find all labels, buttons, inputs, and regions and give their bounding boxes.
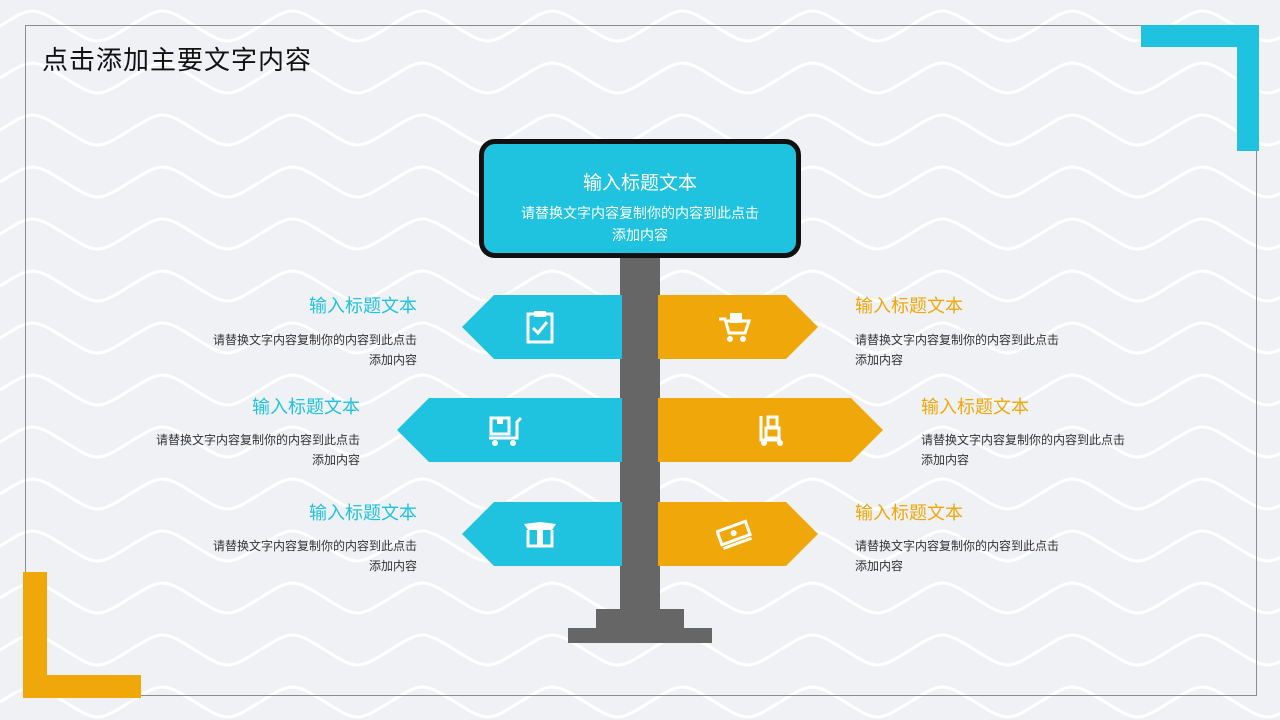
item-desc-right-3[interactable]: 请替换文字内容复制你的内容到此点击添加内容: [855, 539, 1060, 573]
forklift-box-icon: [489, 416, 523, 446]
signpost-pole: [620, 250, 660, 612]
page-title[interactable]: 点击添加主要文字内容: [42, 46, 313, 76]
item-desc-left-1[interactable]: 请替换文字内容复制你的内容到此点击添加内容: [212, 333, 417, 367]
shopping-cart-icon: [716, 309, 752, 345]
item-desc-left-2[interactable]: 请替换文字内容复制你的内容到此点击添加内容: [155, 433, 360, 467]
signpost-base-top: [596, 609, 684, 629]
corner-accent-right: [1237, 25, 1259, 151]
clipboard-check-icon: [526, 311, 554, 344]
item-title-left-2[interactable]: 输入标题文本: [252, 397, 360, 418]
signpost-base-bottom: [568, 628, 712, 643]
item-desc-left-3[interactable]: 请替换文字内容复制你的内容到此点击添加内容: [212, 539, 417, 573]
corner-accent-bottom: [23, 675, 141, 698]
item-title-right-1[interactable]: 输入标题文本: [855, 296, 963, 317]
item-title-left-3[interactable]: 输入标题文本: [309, 503, 417, 524]
sign-board-desc: 请替换文字内容复制你的内容到此点击添加内容: [521, 206, 759, 244]
item-desc-right-1[interactable]: 请替换文字内容复制你的内容到此点击添加内容: [855, 333, 1060, 367]
item-title-right-3[interactable]: 输入标题文本: [855, 503, 963, 524]
slide-frame: [25, 25, 1257, 696]
arrow-sign-right-2[interactable]: [658, 398, 883, 462]
item-title-left-1[interactable]: 输入标题文本: [309, 296, 417, 317]
sign-board[interactable]: 输入标题文本 请替换文字内容复制你的内容到此点击添加内容: [479, 139, 801, 258]
sign-board-title: 输入标题文本: [582, 172, 697, 194]
arrow-sign-left-2[interactable]: [397, 398, 622, 462]
open-box-icon: [524, 522, 556, 548]
corner-accent-top: [1141, 25, 1259, 47]
cash-stack-icon: [716, 516, 752, 552]
arrow-sign-right-1[interactable]: [658, 295, 818, 359]
item-title-right-2[interactable]: 输入标题文本: [921, 397, 1029, 418]
arrow-sign-left-1[interactable]: [462, 295, 622, 359]
arrow-sign-left-3[interactable]: [462, 502, 622, 566]
hand-truck-icon: [753, 412, 789, 448]
arrow-sign-right-3[interactable]: [658, 502, 818, 566]
item-desc-right-2[interactable]: 请替换文字内容复制你的内容到此点击添加内容: [921, 433, 1126, 467]
